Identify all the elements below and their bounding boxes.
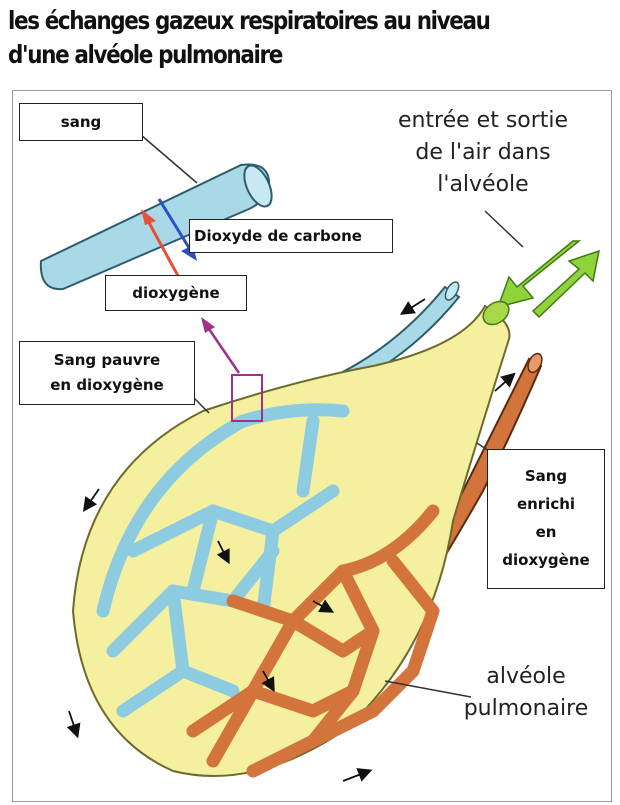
label-sang-text: sang [60, 113, 102, 131]
air-exit-arrow [531, 249, 600, 319]
co2-arrow [157, 198, 193, 252]
exchange-zone-arrow [207, 328, 241, 374]
blood-flow-arrows [66, 298, 516, 782]
capillary-network-poor [96, 403, 350, 718]
label-sang-enrichi-line1: Sang [524, 467, 568, 485]
alveolus-opening [482, 300, 510, 326]
label-sang-enrichi: Sang enrichi en dioxygène [487, 449, 605, 589]
exchange-zone-highlight [231, 374, 263, 422]
diagram-drawing [39, 134, 600, 782]
label-air-line1: entrée et sortie [397, 108, 569, 133]
label-alveole-pulmonaire: alvéole pulmonaire [451, 661, 601, 725]
air-entry-arrow [496, 240, 582, 309]
label-sang-enrichi-line2: enrichi [516, 495, 576, 513]
label-alveole-line2: pulmonaire [463, 696, 589, 721]
blood-vessel [39, 163, 273, 291]
label-air-entry-exit: entrée et sortie de l'air dans l'alvéole [385, 105, 581, 201]
label-sang-enrichi-line4: dioxygène [502, 551, 590, 569]
label-o2-text: dioxygène [132, 284, 220, 302]
page-title: les échanges gazeux respiratoires au niv… [8, 6, 491, 69]
capillary-network-rich [186, 504, 440, 778]
alveolus-diagram: sang Dioxyde de carbone dioxygène Sang p… [12, 90, 612, 802]
label-alveole-line1: alvéole [486, 664, 566, 689]
label-co2-text: Dioxyde de carbone [194, 227, 362, 245]
air-leader-line [484, 210, 524, 248]
label-sang-pauvre-line2: en dioxygène [50, 376, 164, 394]
exchange-zone-arrow-head [201, 317, 215, 333]
label-dioxyde-de-carbone: Dioxyde de carbone [189, 219, 393, 253]
label-air-line2: de l'air dans [415, 140, 551, 165]
label-sang-enrichi-line3: en [535, 523, 557, 541]
o2-arrow-head [141, 209, 156, 225]
sang-leader-line [140, 134, 198, 184]
alveole-leader-line [384, 680, 472, 698]
label-sang-pauvre-line1: Sang pauvre [53, 351, 161, 369]
label-sang-pauvre: Sang pauvre en dioxygène [19, 341, 195, 405]
label-sang: sang [19, 103, 143, 141]
label-air-line3: l'alvéole [437, 172, 529, 197]
label-dioxygene: dioxygène [105, 275, 247, 311]
